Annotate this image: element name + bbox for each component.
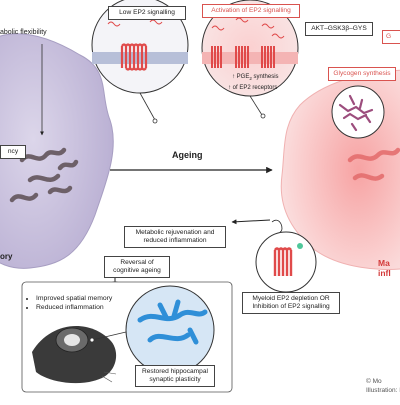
akt-box: AKT–GSK3β–GYS [305,22,373,36]
connector-dot-2 [260,113,266,119]
connector-low [139,92,156,121]
low-ep2-box: Low EP2 signalling [108,6,186,20]
glycogen-circle [331,85,385,139]
receptor-icon [273,247,293,276]
improved-memory-item: Improved spatial memory [36,294,112,303]
ageing-label: Ageing [172,150,203,160]
reversal-l1: Reversal of [120,259,154,266]
metabolic-rejuvenation-l2: reduced inflammation [143,237,207,244]
reversal-hook [271,219,283,233]
metabolic-rejuvenation-l1: Metabolic rejuvenation and [135,229,215,236]
zoom-dot [89,337,95,343]
rejuvenation-arrow [231,219,271,225]
restored-l2: synaptic plasticity [149,376,201,383]
right-red-l2: infl [378,268,391,278]
pge2-label: ↑ PGE2 synthesis [232,74,279,82]
left-cell-label: ory [0,252,13,261]
benefits-list: Improved spatial memory Reduced inflamma… [28,294,112,312]
right-red-label: Ma infl [378,258,391,278]
energy-box: ncy [0,145,26,159]
credit-label: © Mo Illustration: I [366,378,400,395]
connector-active [249,95,263,116]
membrane-active [202,52,298,64]
activation-ep2-box: Activation of EP2 signalling [202,4,300,18]
credit-l1: © Mo [366,378,382,385]
metabolic-flexibility-label: abolic flexibility [0,29,47,36]
myeloid-l1: Myeloid EP2 depletion OR [252,295,330,302]
active-receptors [211,46,275,68]
glycogen-synthesis-box: Glycogen synthesis [328,67,396,81]
young-mitochondria [9,147,79,203]
reduced-inflammation-item: Reduced inflammation [36,303,112,312]
restored-l1: Restored hippocampal [142,368,208,375]
membrane-low [92,52,188,64]
credit-l2: Illustration: I [366,386,400,394]
glycogen-icon [338,94,374,132]
restored-plasticity-box: Restored hippocampal synaptic plasticity [135,365,215,387]
active-ligands [211,17,285,39]
neuron-icon [137,299,208,345]
reversal-box: Reversal of cognitive ageing [104,256,170,278]
inhibitor-dot [297,243,303,249]
reversal-l2: cognitive ageing [113,267,161,274]
myeloid-l2: Inhibition of EP2 signalling [252,303,330,310]
aged-mitochondria [347,147,400,181]
right-red-l1: Ma [378,258,390,268]
myeloid-box: Myeloid EP2 depletion OR Inhibition of E… [242,292,340,314]
low-ep2-receptors [120,43,148,71]
connector-dot [152,118,158,124]
ep2-receptors-label: ↑ of EP2 receptors [228,85,278,91]
top-right-fragment: G [382,30,400,44]
zoom-connector [91,331,127,341]
neuron-circle [125,285,215,375]
ligand-squiggles [107,19,163,27]
mouse-icon [32,326,117,384]
metabolic-rejuvenation-box: Metabolic rejuvenation and reduced infla… [124,226,226,248]
